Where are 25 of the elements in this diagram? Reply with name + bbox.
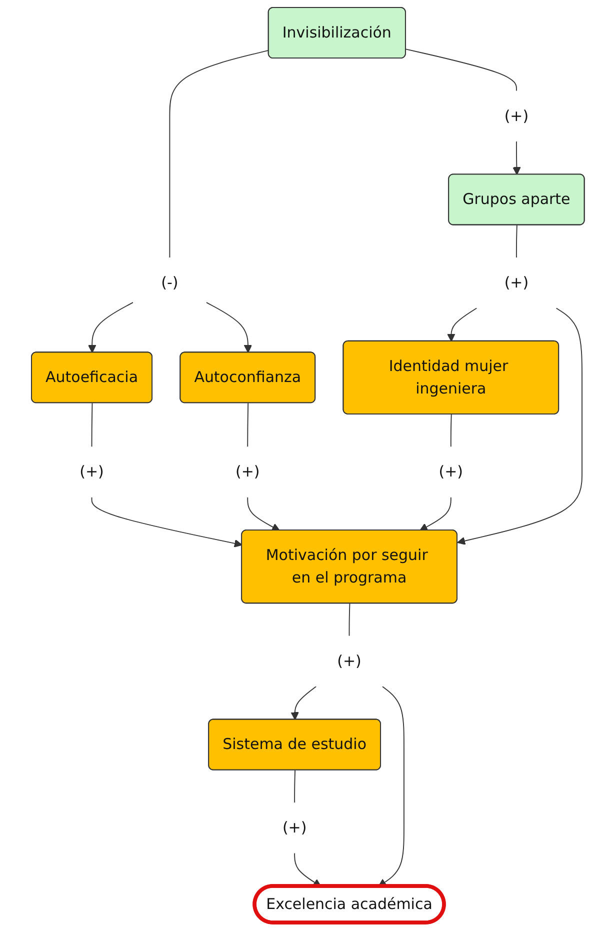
arrow [246, 496, 280, 531]
arrow [205, 302, 252, 353]
connector [168, 50, 269, 258]
connector [405, 48, 516, 92]
connector [516, 224, 517, 258]
node-text: (+) [336, 652, 361, 670]
connector [294, 770, 296, 804]
connector [450, 414, 452, 448]
node-text: (-) [160, 273, 178, 292]
arrow [88, 302, 134, 353]
connector [348, 603, 350, 636]
node-text: (+) [79, 462, 104, 480]
node-text: (+) [438, 462, 463, 480]
arrow [512, 140, 520, 176]
connector [246, 402, 248, 448]
arrow [90, 496, 242, 548]
node-text: (+) [504, 273, 528, 292]
node-text: (+) [235, 462, 260, 480]
arrow [456, 308, 582, 545]
node-text: (+) [282, 818, 306, 836]
arrow [290, 686, 316, 720]
arrow [419, 496, 451, 531]
arrow [446, 308, 477, 342]
node-text: (+) [504, 106, 528, 125]
connector [90, 402, 92, 448]
